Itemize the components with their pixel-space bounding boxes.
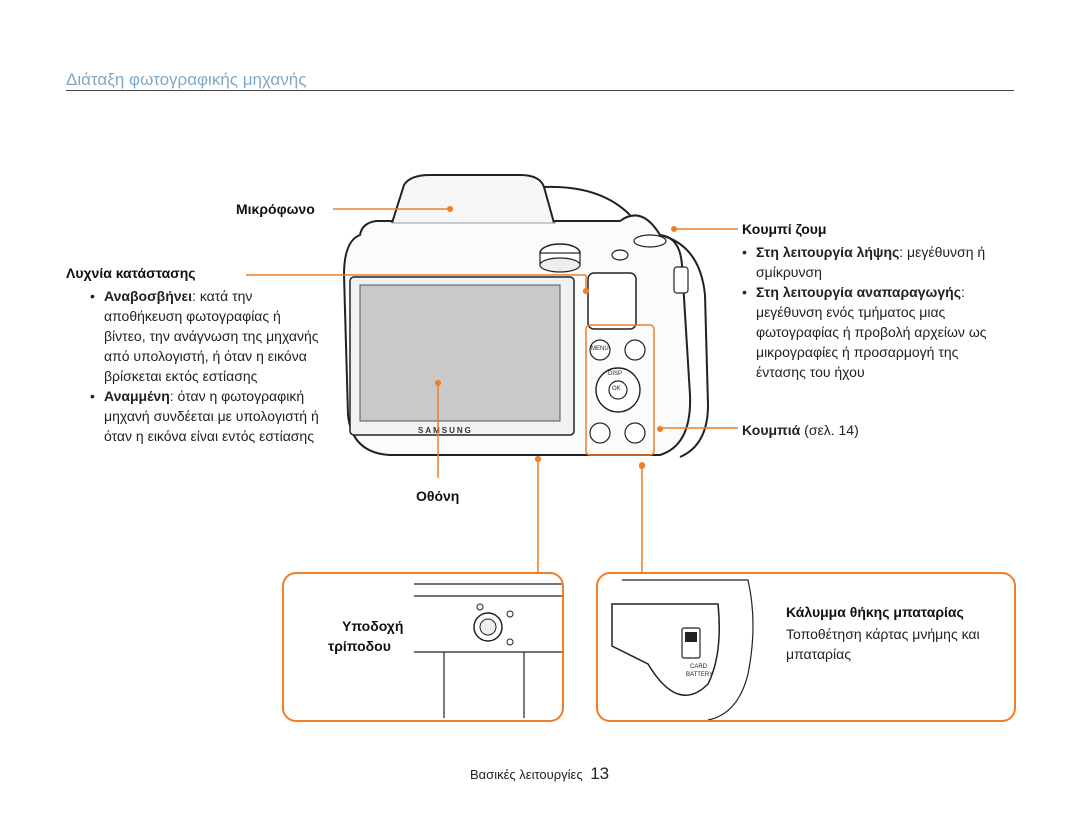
battery-cover-desc: Τοποθέτηση κάρτας μνήμης και μπαταρίας xyxy=(786,626,980,662)
disp-button-label: DISP xyxy=(608,371,623,377)
camera-back-illustration xyxy=(342,174,710,468)
page-number: 13 xyxy=(590,764,610,783)
battery-text: BATTERY xyxy=(686,672,714,678)
tripod-label-line2: τρίποδου xyxy=(328,638,391,654)
camera-bottom-illustration xyxy=(414,583,562,718)
page-title: Διάταξη φωτογραφικής μηχανής xyxy=(66,70,307,89)
zoom-button-list: Στη λειτουργία λήψης: μεγέθυνση ή σμίκρυ… xyxy=(742,242,1004,382)
zoom-item: Στη λειτουργία λήψης: μεγέθυνση ή σμίκρυ… xyxy=(742,242,1004,282)
ok-button-label: OK xyxy=(612,386,621,392)
status-lamp-item: Αναμμένη: όταν η φωτογραφική μηχανή συνδ… xyxy=(90,386,322,446)
status-lamp-list: Αναβοσβήνει: κατά την αποθήκευση φωτογρα… xyxy=(90,286,322,446)
title-divider xyxy=(66,90,1014,91)
battery-cover-illustration xyxy=(611,579,754,720)
menu-button-label: MENU xyxy=(591,346,609,352)
battery-panel: CARD BATTERY Κάλυμμα θήκης μπαταρίας Τοπ… xyxy=(596,572,1016,722)
battery-cover-title: Κάλυμμα θήκης μπαταρίας xyxy=(786,604,964,620)
zoom-item: Στη λειτουργία αναπαραγωγής: μεγέθυνση ε… xyxy=(742,282,1004,382)
brand-logo: SAMSUNG xyxy=(418,426,473,435)
zoom-button-title: Κουμπί ζουμ xyxy=(742,221,827,237)
buttons-label: Κουμπιά (σελ. 14) xyxy=(742,422,859,438)
microphone-label: Μικρόφωνο xyxy=(236,201,315,217)
screen-label: Οθόνη xyxy=(416,488,460,504)
tripod-label-line1: Υποδοχή xyxy=(342,618,404,634)
page-footer: Βασικές λειτουργίες 13 xyxy=(470,764,609,784)
card-text: CARD xyxy=(690,664,708,670)
status-lamp-title: Λυχνία κατάστασης xyxy=(66,265,196,281)
status-lamp-item: Αναβοσβήνει: κατά την αποθήκευση φωτογρα… xyxy=(90,286,322,386)
tripod-panel: Υποδοχή τρίποδου xyxy=(282,572,564,722)
footer-section: Βασικές λειτουργίες xyxy=(470,767,583,782)
